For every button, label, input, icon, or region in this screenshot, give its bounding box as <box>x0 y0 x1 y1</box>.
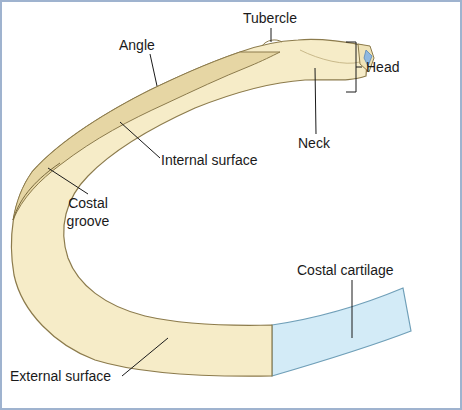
part-label: Angle <box>119 36 155 54</box>
rib-body <box>11 39 368 376</box>
leader-line <box>120 122 160 158</box>
internal-surface-band <box>13 52 280 220</box>
leader-line <box>150 54 157 86</box>
part-label: Head <box>366 58 399 76</box>
part-label: Costal groove <box>52 194 124 230</box>
leader-line <box>352 280 353 338</box>
part-label: Neck <box>298 134 330 152</box>
leader-line <box>271 28 272 42</box>
part-label: Costal cartilage <box>297 261 394 279</box>
leader-line <box>122 338 168 376</box>
neck-contour <box>300 50 360 63</box>
leader-line <box>48 168 88 194</box>
part-label: External surface <box>10 367 111 385</box>
costal-cartilage-shape <box>272 288 411 376</box>
part-label: Internal surface <box>161 151 258 169</box>
part-label: Tubercle <box>243 9 297 27</box>
head-bracket <box>346 42 362 92</box>
tubercle-bump <box>262 40 282 46</box>
leader-line <box>315 68 316 134</box>
